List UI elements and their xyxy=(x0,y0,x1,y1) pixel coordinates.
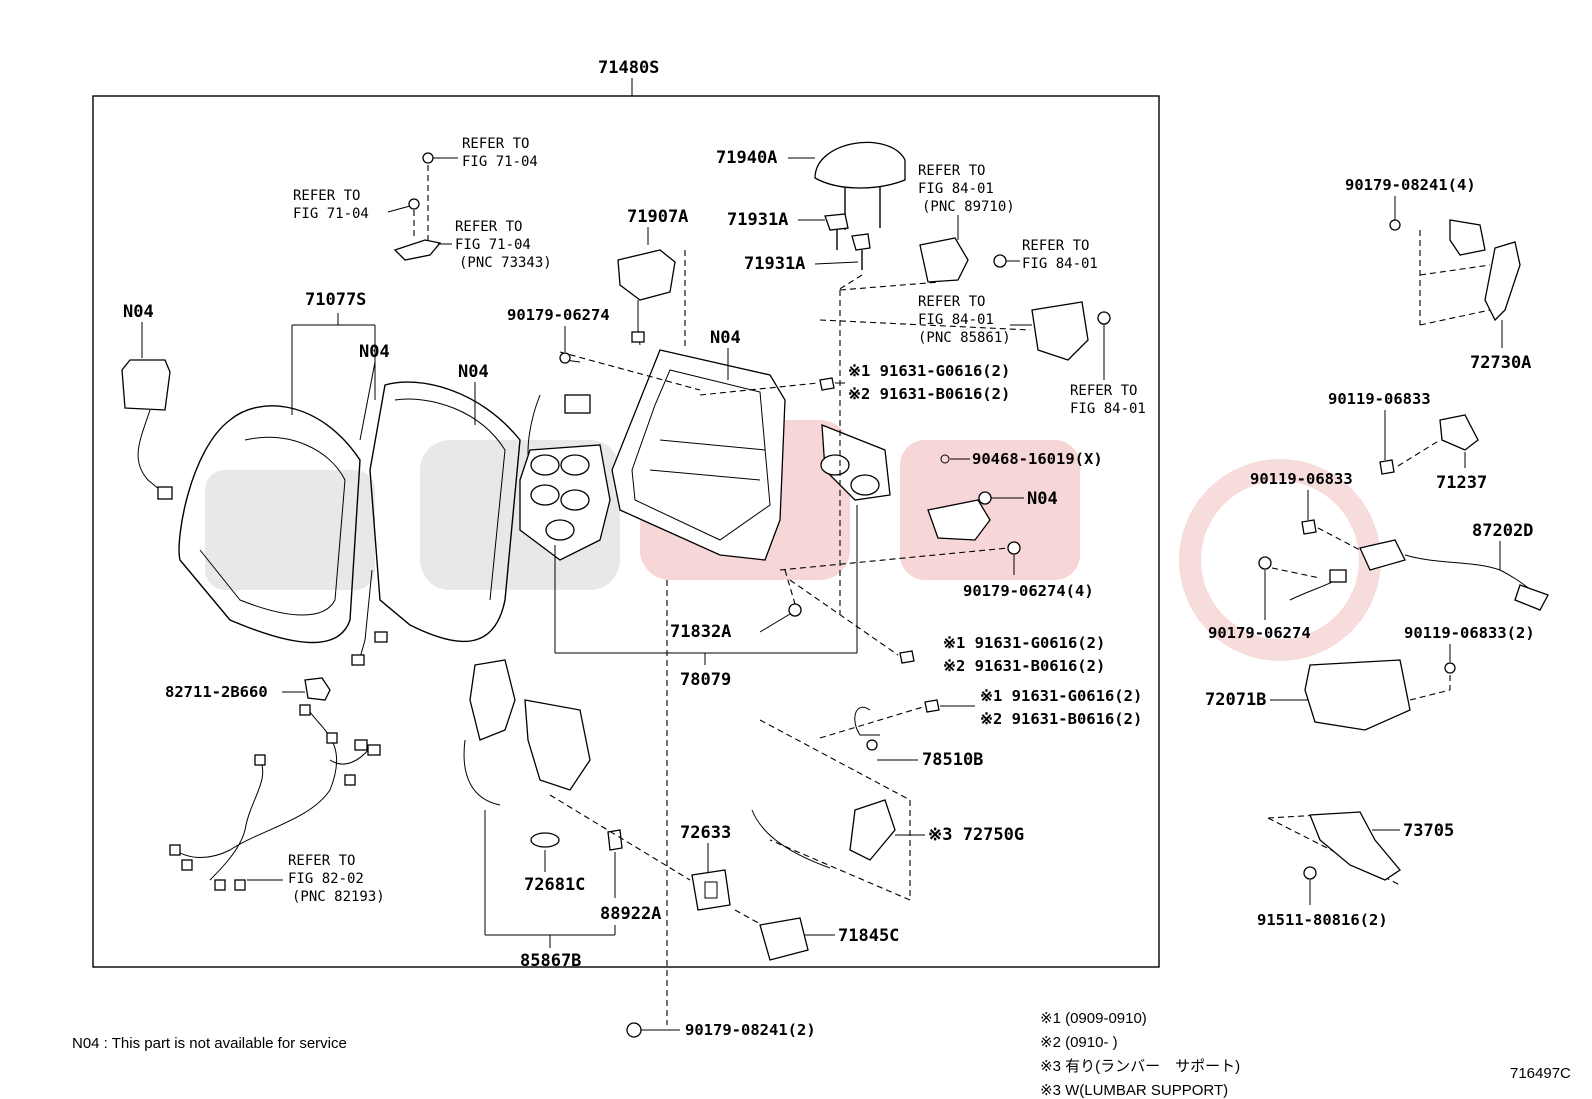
label-91631-b0616-low: ※2 91631-B0616(2) xyxy=(980,710,1142,728)
label-n04-heater: N04 xyxy=(1027,489,1058,509)
refer-71-04-c-line1: REFER TO xyxy=(455,219,522,235)
label-71832A: 71832A xyxy=(670,622,731,642)
seat-lock-71907A: 71907A xyxy=(617,207,688,350)
label-90119-06833-2: 90119-06833(2) xyxy=(1404,624,1535,642)
label-85867B: 85867B xyxy=(520,951,581,971)
refer-71-04-c-line2: FIG 71-04 xyxy=(455,237,531,253)
bracket-73705: 73705 91511-80816(2) xyxy=(1257,811,1454,929)
cover-71845C: 71845C xyxy=(734,909,899,961)
refer-84-01-d-line1: REFER TO xyxy=(1070,383,1137,399)
n04-sensor-left: N04 xyxy=(121,302,173,500)
label-n04-pad: N04 xyxy=(359,342,390,362)
label-72730A: 72730A xyxy=(1470,353,1531,373)
figure-code: 716497C xyxy=(1510,1065,1571,1082)
refer-82-02-line2: FIG 82-02 xyxy=(288,871,364,887)
refer-84-01-a-line3: (PNC 89710) xyxy=(922,199,1015,215)
label-91631-b0616-mid: ※2 91631-B0616(2) xyxy=(943,657,1105,675)
refer-71-04-group: REFER TO FIG 71-04 REFER TO FIG 71-04 RE… xyxy=(293,136,552,271)
refer-71-04-b-line2: FIG 71-04 xyxy=(293,206,369,222)
refer-84-01-group: REFER TO FIG 84-01 (PNC 89710) REFER TO … xyxy=(819,163,1146,615)
refer-71-04-a-line2: FIG 71-04 xyxy=(462,154,538,170)
recliner-mechanism: 72681C 88922A 85867B xyxy=(463,659,691,971)
legend-line-2: ※2 (0910- ) xyxy=(1040,1034,1118,1051)
refer-84-01-b-line1: REFER TO xyxy=(1022,238,1089,254)
footnote-n04: N04 : This part is not available for ser… xyxy=(72,1035,347,1052)
refer-82-02-line1: REFER TO xyxy=(288,853,355,869)
label-91631-g0616-low: ※1 91631-G0616(2) xyxy=(980,687,1142,705)
refer-84-01-b-line2: FIG 84-01 xyxy=(1022,256,1098,272)
label-87202D: 87202D xyxy=(1472,521,1533,541)
label-82711: 82711-2B660 xyxy=(165,683,268,701)
label-72750G: ※3 72750G xyxy=(928,825,1024,845)
lumbar-assembly-78079: 78079 xyxy=(519,394,891,690)
bolt-group-mid: ※1 91631-G0616(2) ※2 91631-B0616(2) xyxy=(789,579,1105,675)
clip-90468: 90468-16019(X) xyxy=(940,450,1103,468)
label-91511: 91511-80816(2) xyxy=(1257,911,1388,929)
label-90468: 90468-16019(X) xyxy=(972,450,1103,468)
label-72681C: 72681C xyxy=(524,875,585,895)
refer-84-01-c-line2: FIG 84-01 xyxy=(918,312,994,328)
label-n04-cover: N04 xyxy=(458,362,489,382)
label-71077S: 71077S xyxy=(305,290,366,310)
label-71237: 71237 xyxy=(1436,473,1487,493)
label-90179-08241-2: 90179-08241(2) xyxy=(685,1021,816,1039)
bolt-group-top: ※1 91631-G0616(2) ※2 91631-B0616(2) xyxy=(699,362,1010,403)
label-78510B: 78510B xyxy=(922,750,983,770)
label-78079: 78079 xyxy=(680,670,731,690)
label-71931A-2: 71931A xyxy=(744,254,805,274)
cover-72633: 72633 xyxy=(680,823,731,911)
label-90119-06833-a: 90119-06833 xyxy=(1328,390,1431,408)
n04-heater: N04 90179-06274(4) xyxy=(779,489,1094,600)
legend-line-4: ※3 W(LUMBAR SUPPORT) xyxy=(1040,1082,1228,1099)
label-88922A: 88922A xyxy=(600,904,661,924)
refer-84-01-a-line2: FIG 84-01 xyxy=(918,181,994,197)
assembly-label: 71480S xyxy=(598,58,659,78)
refer-block-82-02: REFER TO FIG 82-02 (PNC 82193) xyxy=(288,853,385,905)
refer-71-04-c-line3: (PNC 73343) xyxy=(459,255,552,271)
bolt-71832A: 71832A xyxy=(670,569,802,642)
assembly-frame: 71480S xyxy=(92,58,1160,968)
refer-71-04-b-line1: REFER TO xyxy=(293,188,360,204)
refer-71-04-a-line1: REFER TO xyxy=(462,136,529,152)
label-73705: 73705 xyxy=(1403,821,1454,841)
label-91631-b0616-top: ※2 91631-B0616(2) xyxy=(848,385,1010,403)
label-90119-06833-b: 90119-06833 xyxy=(1250,470,1353,488)
bracket-71237: 90119-06833 71237 xyxy=(1328,390,1487,493)
label-90179-06274-right: 90179-06274 xyxy=(1208,624,1311,642)
label-90179-06274-top: 90179-06274 xyxy=(507,306,610,324)
harness-90179-06274-right: 90179-06274 xyxy=(1208,556,1347,642)
seatback-cover: 71077S N04 N04 xyxy=(178,290,521,666)
label-n04-left: N04 xyxy=(123,302,154,322)
label-72633: 72633 xyxy=(680,823,731,843)
sensor-87202D: 90119-06833 87202D xyxy=(1250,470,1549,611)
label-90179-08241-4: 90179-08241(4) xyxy=(1345,176,1476,194)
clip-82711: 82711-2B660 xyxy=(165,677,331,701)
headrest: 71940A 71931A 71931A xyxy=(716,141,906,291)
label-71845C: 71845C xyxy=(838,926,899,946)
legend-line-1: ※1 (0909-0910) xyxy=(1040,1010,1147,1027)
hinge-72730A: 90179-08241(4) 72730A xyxy=(1345,176,1531,373)
label-71907A: 71907A xyxy=(627,207,688,227)
refer-82-02-line3: (PNC 82193) xyxy=(292,889,385,905)
refer-84-01-c-line1: REFER TO xyxy=(918,294,985,310)
legend: ※1 (0909-0910) ※2 (0910- ) ※3 有り(ランバー サポ… xyxy=(1040,1010,1240,1099)
legend-line-3: ※3 有り(ランバー サポート) xyxy=(1040,1058,1240,1075)
refer-84-01-a-line1: REFER TO xyxy=(918,163,985,179)
bolt-90179-08241-2: 90179-08241(2) xyxy=(626,580,816,1039)
ecu-72071B: 90119-06833(2) 72071B xyxy=(1205,624,1535,731)
label-72071B: 72071B xyxy=(1205,690,1266,710)
label-91631-g0616-top: ※1 91631-G0616(2) xyxy=(848,362,1010,380)
refer-84-01-d-line2: FIG 84-01 xyxy=(1070,401,1146,417)
label-71931A-1: 71931A xyxy=(727,210,788,230)
refer-84-01-c-line3: (PNC 85861) xyxy=(918,330,1011,346)
label-91631-g0616-mid: ※1 91631-G0616(2) xyxy=(943,634,1105,652)
wire-harness xyxy=(169,704,381,891)
label-90179-06274-4: 90179-06274(4) xyxy=(963,582,1094,600)
label-71940A: 71940A xyxy=(716,148,777,168)
seatback-frame: N04 90179-06274 xyxy=(507,306,786,561)
lumbar-motor-72750G: ※3 72750G xyxy=(751,719,1024,901)
bolt-group-lower: ※1 91631-G0616(2) ※2 91631-B0616(2) 7851… xyxy=(819,687,1142,770)
label-n04-frame: N04 xyxy=(710,328,741,348)
